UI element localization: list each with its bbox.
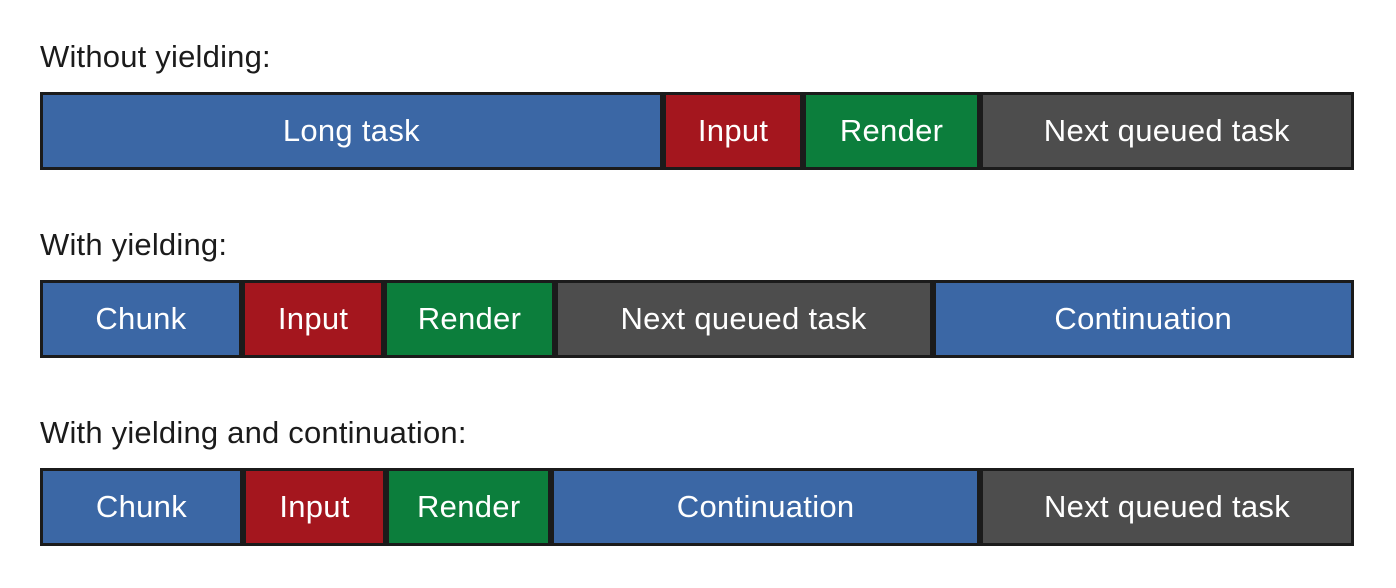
timeline-row-2: With yielding: Chunk Input Render Next q… [40, 222, 1354, 358]
row-heading-2: With yielding: [40, 227, 228, 262]
task-segment-label: Continuation [676, 489, 855, 524]
segment-long-task: Long task [40, 92, 663, 170]
row-heading-3: With yielding and continuation: [40, 415, 467, 450]
row-heading-1: Without yielding: [40, 39, 271, 74]
segment-input: Input [242, 468, 387, 546]
task-segment-label: Chunk [95, 301, 187, 336]
task-segment-label: Next queued task [620, 301, 867, 336]
timeline-bar-2: Chunk Input Render Next queued task Cont… [40, 280, 1354, 358]
task-segment-label: Input [279, 489, 350, 524]
timeline-row-3: With yielding and continuation: Chunk In… [40, 410, 1354, 546]
segment-next-queued-task: Next queued task [979, 92, 1354, 170]
timeline-bar-1: Long task Input Render Next queued task [40, 92, 1354, 170]
task-segment-label: Next queued task [1043, 489, 1291, 524]
task-segment-label: Continuation [1054, 301, 1233, 336]
segment-next-queued-task: Next queued task [554, 280, 933, 358]
task-segment-label: Render [416, 489, 521, 524]
task-segment-label: Input [277, 301, 349, 336]
task-segment-label: Next queued task [1043, 113, 1290, 148]
segment-continuation: Continuation [551, 468, 980, 546]
segment-chunk: Chunk [40, 280, 242, 358]
task-segment-label: Long task [282, 113, 420, 148]
timeline-bar-3: Chunk Input Render Continuation Next que… [40, 468, 1354, 546]
segment-input: Input [241, 280, 385, 358]
timeline-row-1: Without yielding: Long task Input Render… [40, 34, 1354, 170]
segment-next-queued-task: Next queued task [980, 468, 1354, 546]
segment-chunk: Chunk [40, 468, 243, 546]
task-segment-label: Chunk [95, 489, 188, 524]
segment-render: Render [386, 468, 552, 546]
task-segment-label: Render [839, 113, 944, 148]
segment-render: Render [803, 92, 980, 170]
task-segment-label: Input [697, 113, 769, 148]
segment-continuation: Continuation [932, 280, 1354, 358]
segment-input: Input [662, 92, 804, 170]
segment-render: Render [384, 280, 555, 358]
task-segment-label: Render [417, 301, 522, 336]
